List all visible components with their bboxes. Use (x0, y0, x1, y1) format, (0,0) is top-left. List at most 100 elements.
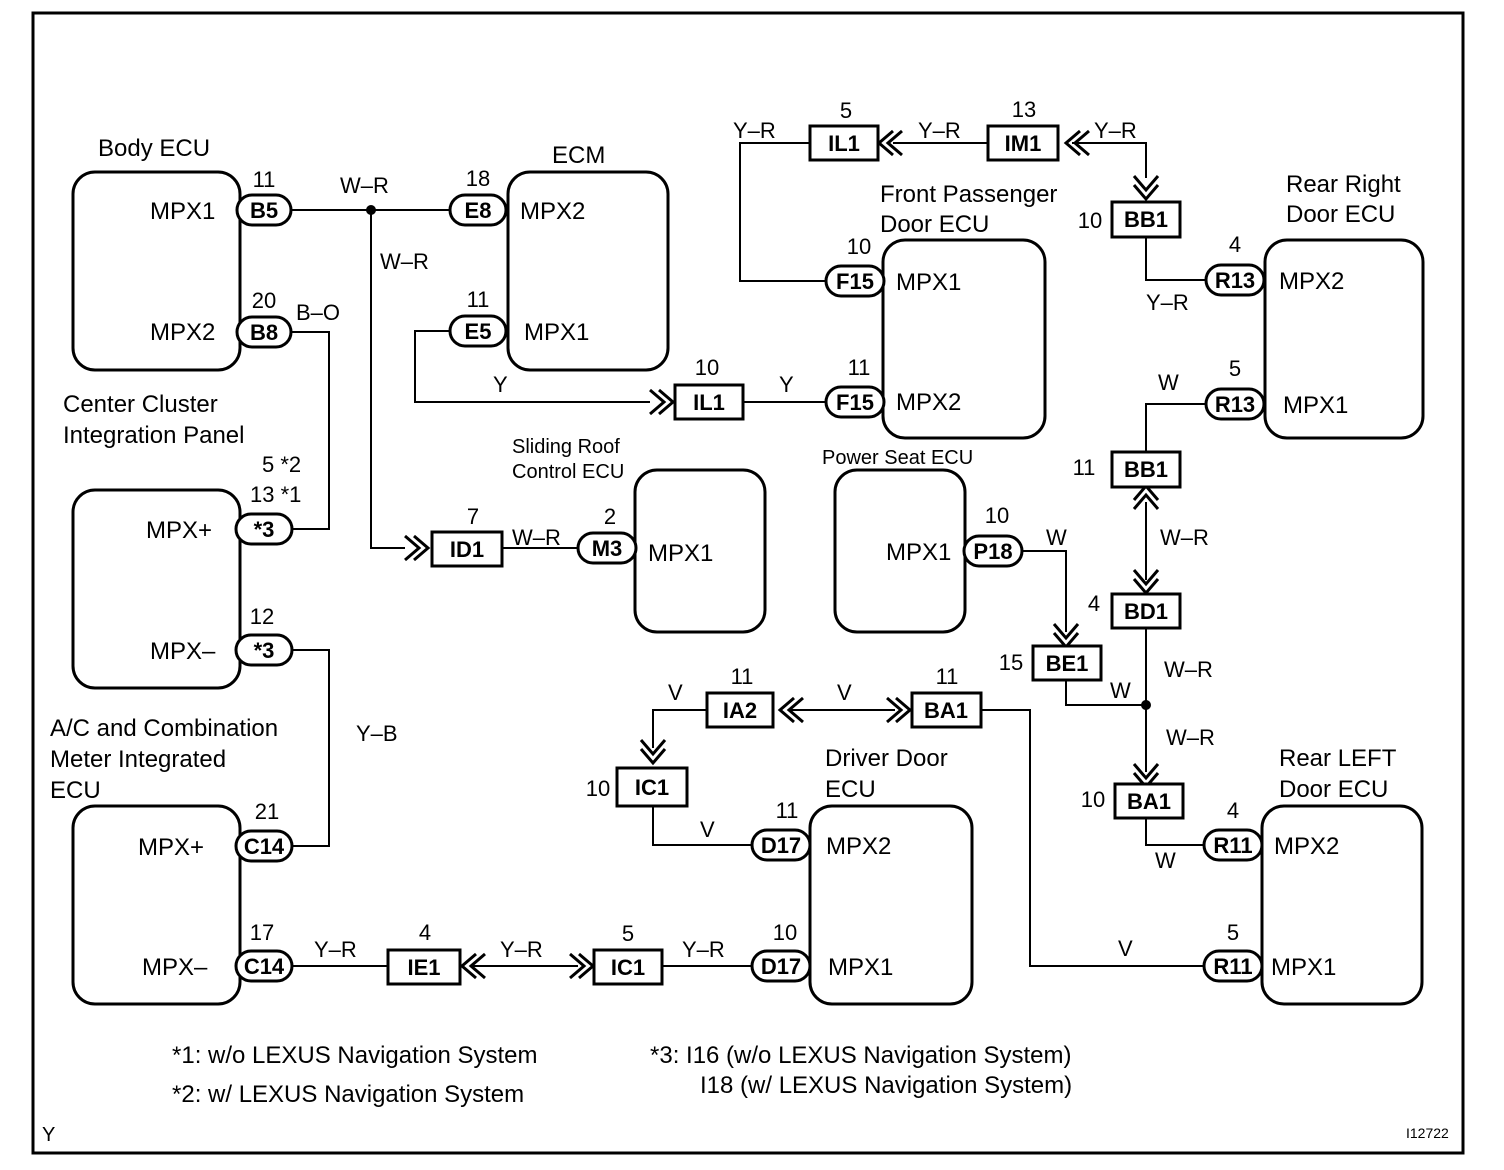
connector-ic1-bottom-name: IC1 (611, 955, 645, 980)
pin-number: 5 *2 (262, 452, 301, 477)
connector-ba1-low-name: BA1 (1127, 789, 1171, 814)
pin-number: 11 (776, 798, 799, 823)
wire-color-label: W (1155, 848, 1176, 873)
connector-id1-name: ID1 (450, 537, 484, 562)
connector-f15-bottom (824, 385, 886, 419)
power-seat-pin-a: MPX1 (886, 539, 951, 566)
connector-r13-bottom (1204, 387, 1266, 421)
driver-door-pin-a: MPX2 (826, 833, 891, 860)
rear-left-pin-a: MPX2 (1274, 833, 1339, 860)
center-cluster-pin-b: MPX– (150, 638, 216, 665)
ecm-pin-b: MPX1 (524, 319, 589, 346)
connector-f15-top (824, 264, 886, 298)
pin-number: 4 (1229, 232, 1241, 257)
driver-door-title-2: ECU (825, 776, 876, 803)
connector-p18-name: P18 (973, 539, 1012, 564)
pin-number: 10 (985, 503, 1009, 528)
pin-number: 17 (250, 920, 274, 945)
rear-left-title-2: Door ECU (1279, 776, 1388, 803)
center-cluster-title-1: Center Cluster (63, 391, 218, 418)
ac-meter-title-1: A/C and Combination (50, 715, 278, 742)
pin-number: 20 (252, 288, 276, 313)
connector-e8 (448, 193, 508, 227)
rear-right-box (1263, 238, 1425, 440)
pin-number: 10 (586, 776, 610, 801)
pin-number: 11 (1073, 455, 1096, 480)
connector-d17-top-name: D17 (761, 833, 801, 858)
junction-dot (1141, 700, 1151, 710)
diagram-frame (31, 11, 1465, 1155)
wire-color-label: Y–R (1146, 290, 1189, 315)
pin-number: 12 (250, 604, 274, 629)
connector-ic1-top (615, 766, 689, 808)
connector-cc-plus (234, 512, 294, 546)
connector-ie1 (386, 948, 462, 986)
connector-ie1-name: IE1 (407, 955, 440, 980)
rear-left-box (1260, 804, 1424, 1006)
sliding-roof-title-2: Control ECU (512, 461, 624, 483)
wire-color-label: V (700, 817, 715, 842)
ac-meter-box (71, 804, 242, 1006)
connector-b5-name: B5 (250, 198, 278, 223)
footnote-2: *2: w/ LEXUS Navigation System (172, 1081, 524, 1108)
wire-color-label: Y–R (1094, 118, 1137, 143)
pin-number: 5 (622, 921, 634, 946)
connector-r13-top-name: R13 (1215, 268, 1255, 293)
wire-color-label: W–R (1166, 725, 1215, 750)
connector-cc-minus (234, 633, 294, 667)
body-ecu-pin-b: MPX2 (150, 319, 215, 346)
connector-r11-top (1202, 828, 1264, 862)
body-ecu-pin-a: MPX1 (150, 198, 215, 225)
connector-cc-plus-name: *3 (254, 517, 275, 542)
connector-e5-name: E5 (465, 319, 492, 344)
connector-r13-top (1204, 263, 1266, 297)
connector-r11-top-name: R11 (1213, 833, 1252, 858)
connector-im1 (986, 124, 1060, 162)
wire-color-label: Y–R (500, 937, 543, 962)
wire-lines (290, 142, 1206, 967)
pin-number: 10 (1081, 787, 1105, 812)
wire-color-label: V (1118, 936, 1133, 961)
connector-ia2-name: IA2 (723, 698, 757, 723)
connector-bb1-top-name: BB1 (1124, 207, 1168, 232)
wire-color-label: B–O (296, 300, 340, 325)
connector-ic1-top-name: IC1 (635, 775, 669, 800)
wire-color-label: W (1110, 678, 1131, 703)
footnote-1: *1: w/o LEXUS Navigation System (172, 1042, 538, 1069)
connector-ba1-mid (910, 691, 983, 729)
driver-door-pin-b: MPX1 (828, 954, 893, 981)
driver-door-title-1: Driver Door (825, 745, 948, 772)
rear-right-pin-b: MPX1 (1283, 392, 1348, 419)
connector-b8 (235, 315, 293, 349)
front-passenger-title-2: Door ECU (880, 211, 989, 238)
connector-il1-bottom (673, 383, 745, 421)
connector-b8-name: B8 (250, 320, 278, 345)
connector-ia2 (705, 691, 775, 729)
wire-color-label: Y–R (314, 937, 357, 962)
pin-number: 2 (604, 504, 616, 529)
pin-number: 10 (1078, 208, 1102, 233)
front-passenger-pin-b: MPX2 (896, 389, 961, 416)
connector-m3-name: M3 (592, 536, 623, 561)
center-cluster-pin-a: MPX+ (146, 517, 212, 544)
connector-ba1-low (1113, 782, 1185, 820)
wire-color-label: V (837, 680, 852, 705)
connector-bb1-mid-name: BB1 (1124, 457, 1168, 482)
footnote-3-line-1: *3: I16 (w/o LEXUS Navigation System) (650, 1042, 1072, 1069)
ecm-pin-a: MPX2 (520, 198, 585, 225)
center-cluster-title-2: Integration Panel (63, 422, 244, 449)
connector-e5 (448, 314, 508, 348)
connector-c14-plus-name: C14 (244, 834, 285, 859)
wire-color-label: W–R (1160, 525, 1209, 550)
connector-bb1-top (1110, 200, 1182, 239)
connector-be1-name: BE1 (1046, 651, 1089, 676)
wire-color-label: W–R (1164, 657, 1213, 682)
front-passenger-title-1: Front Passenger (880, 181, 1057, 208)
power-seat-title: Power Seat ECU (822, 447, 973, 469)
pin-number: 11 (253, 167, 276, 192)
ac-meter-pin-a: MPX+ (138, 834, 204, 861)
wire-color-label: W–R (512, 525, 561, 550)
pin-number: 4 (419, 920, 431, 945)
rear-right-title-2: Door ECU (1286, 201, 1395, 228)
